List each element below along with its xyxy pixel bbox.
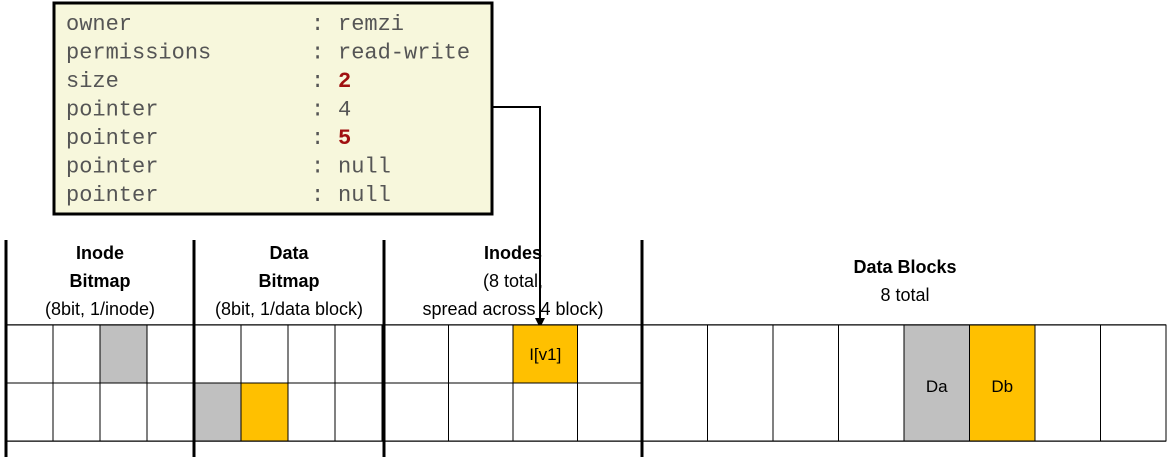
data-bitmap-cell: [240, 382, 289, 442]
data-bitmap-cell: [287, 382, 336, 442]
inode-field-value: read-write: [338, 41, 470, 66]
inode-field-value: 5: [338, 126, 351, 151]
data-block: [641, 324, 708, 442]
data-block-label: Da: [926, 377, 948, 396]
inode-cell: [448, 324, 514, 384]
inode-bitmap-cell: [52, 324, 101, 384]
inode-bitmap-cell: [52, 382, 101, 442]
data-block: [838, 324, 905, 442]
data-block: [772, 324, 839, 442]
data-block: [1100, 324, 1167, 442]
block-grid: I[v1] Da Db: [5, 324, 1167, 442]
data-block: [707, 324, 774, 442]
section-dividers: [4, 240, 644, 457]
inode-field-value: null: [338, 183, 391, 208]
inode-field-key: pointer: [66, 98, 158, 123]
arrow-head: [535, 318, 545, 328]
data-block: [903, 324, 970, 442]
section-headers: Inode Bitmap (8bit, 1/inode) Data Bitmap…: [45, 243, 957, 319]
inode-field-separator: :: [311, 98, 324, 123]
inode-field-key: pointer: [66, 155, 158, 180]
inode-bitmap-title: Inode: [76, 243, 124, 263]
inode-field-separator: :: [311, 183, 324, 208]
inodes-desc-1: (8 total,: [483, 271, 543, 291]
data-bitmap-cell: [240, 324, 289, 384]
pointer-arrow: [492, 106, 545, 328]
data-bitmap-cell: [287, 324, 336, 384]
inode-field-value: remzi: [338, 12, 404, 37]
inode-bitmap-cell: [146, 324, 195, 384]
data-blocks-title: Data Blocks: [853, 257, 956, 277]
data-bitmap-desc: (8bit, 1/data block): [215, 299, 363, 319]
data-blocks-desc: 8 total: [880, 285, 929, 305]
inode-cell: [512, 382, 578, 442]
inode-bitmap-cell: [146, 382, 195, 442]
inode-field-key: permissions: [66, 41, 211, 66]
inode-field-value: null: [338, 155, 391, 180]
data-bitmap-cell: [193, 324, 242, 384]
data-bitmap-cell: [334, 382, 383, 442]
data-block: [1034, 324, 1101, 442]
inode-cell: [577, 382, 643, 442]
inode-field-separator: :: [311, 41, 324, 66]
inodes-title: Inodes: [484, 243, 542, 263]
data-bitmap-cell: [193, 382, 242, 442]
inode-bitmap-cell: [99, 324, 148, 384]
data-block-label: Db: [991, 377, 1013, 396]
inode-field-separator: :: [311, 155, 324, 180]
inodes-desc-2: spread across 4 block): [422, 299, 603, 319]
data-block: [969, 324, 1036, 442]
inode-cell: [577, 324, 643, 384]
data-bitmap-title: Data: [269, 243, 309, 263]
inode-field-key: size: [66, 69, 119, 94]
inode-field-key: pointer: [66, 183, 158, 208]
inode-cell: [383, 382, 449, 442]
inode-detail-box: owner:remzipermissions:read-writesize:2p…: [52, 1, 494, 216]
data-bitmap-cell: [334, 324, 383, 384]
inode-bitmap-desc: (8bit, 1/inode): [45, 299, 155, 319]
inode-field-key: owner: [66, 12, 132, 37]
inode-field-key: pointer: [66, 126, 158, 151]
inode-bitmap-cell: [5, 324, 54, 384]
inode-field-value: 2: [338, 69, 351, 94]
inode-fields: owner:remzipermissions:read-writesize:2p…: [66, 12, 470, 208]
inode-bitmap-title-2: Bitmap: [69, 271, 130, 291]
inode-cell: [448, 382, 514, 442]
inode-v1-label: I[v1]: [529, 345, 561, 364]
inode-field-separator: :: [311, 126, 324, 151]
inode-bitmap-cell: [99, 382, 148, 442]
inode-box-frame: [52, 1, 494, 216]
inode-bitmap-cell: [5, 382, 54, 442]
inode-field-value: 4: [338, 98, 351, 123]
inode-field-separator: :: [311, 12, 324, 37]
inode-cell: [512, 324, 578, 384]
inode-field-separator: :: [311, 69, 324, 94]
inode-cell: [383, 324, 449, 384]
arrow-line: [492, 106, 541, 320]
data-bitmap-title-2: Bitmap: [258, 271, 319, 291]
